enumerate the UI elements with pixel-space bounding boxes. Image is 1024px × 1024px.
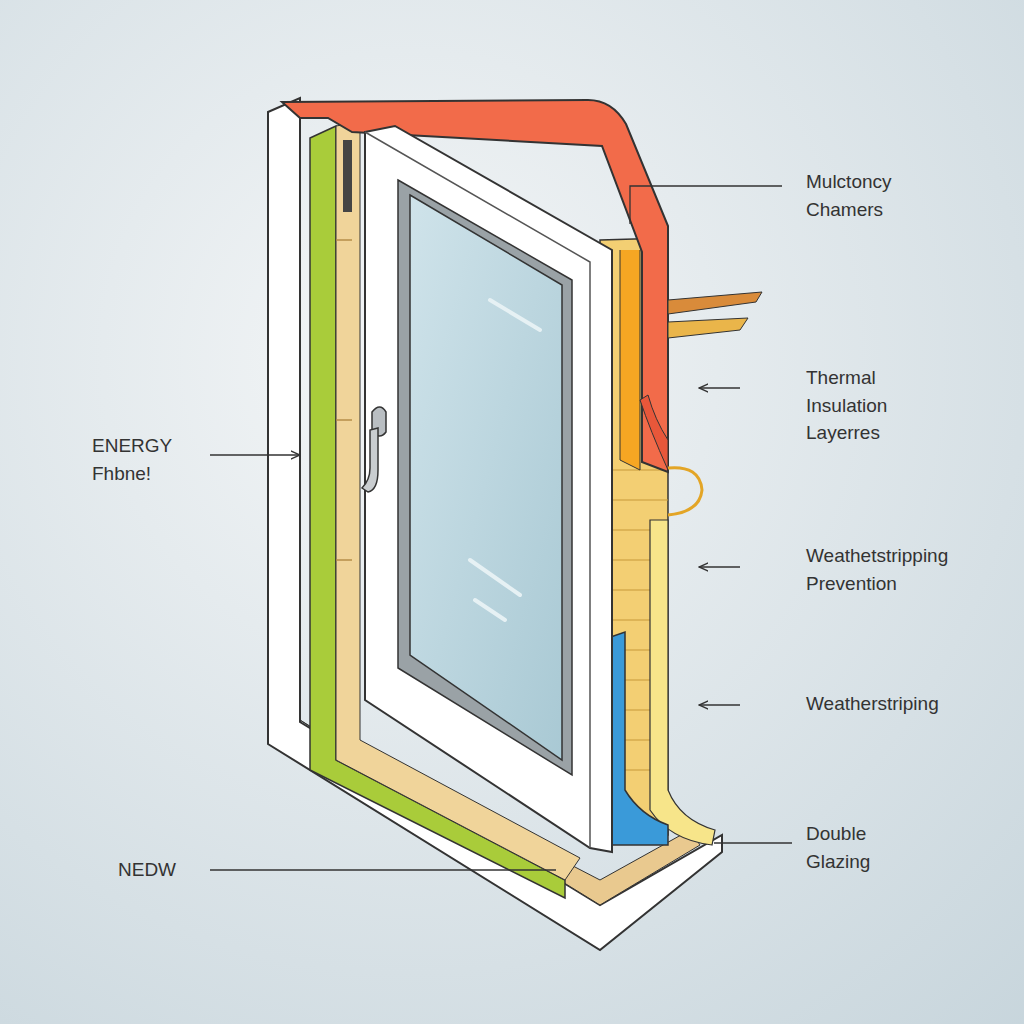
glazing-bead: [398, 180, 572, 775]
wire: [668, 292, 762, 314]
wire-loop: [668, 468, 702, 515]
callout-label: Double Glazing: [806, 820, 898, 875]
callout-label: NEDW: [118, 856, 176, 884]
hinge: [343, 140, 352, 212]
double-glazing: [410, 195, 562, 760]
glass-glare: [470, 300, 540, 620]
orange-flap: [640, 395, 668, 470]
callout-label: ENERGY Fhbne!: [92, 432, 190, 487]
orange-layer: [620, 250, 640, 470]
callout-label: Mulctoncy Chamers: [806, 168, 946, 223]
wire: [668, 318, 748, 338]
callout-label: Thermal Insulation Layerres: [806, 364, 918, 447]
sash-edge: [365, 132, 590, 848]
callout-label: Weatherstriping: [806, 690, 939, 718]
pale-strip: [650, 520, 715, 845]
sash: [365, 126, 612, 852]
outer-frame: [268, 98, 722, 950]
wood-detail: [336, 240, 352, 560]
callout-label: Weathetstripping Prevention: [806, 542, 996, 597]
leader-lines: [210, 186, 792, 870]
handle: [362, 428, 378, 492]
